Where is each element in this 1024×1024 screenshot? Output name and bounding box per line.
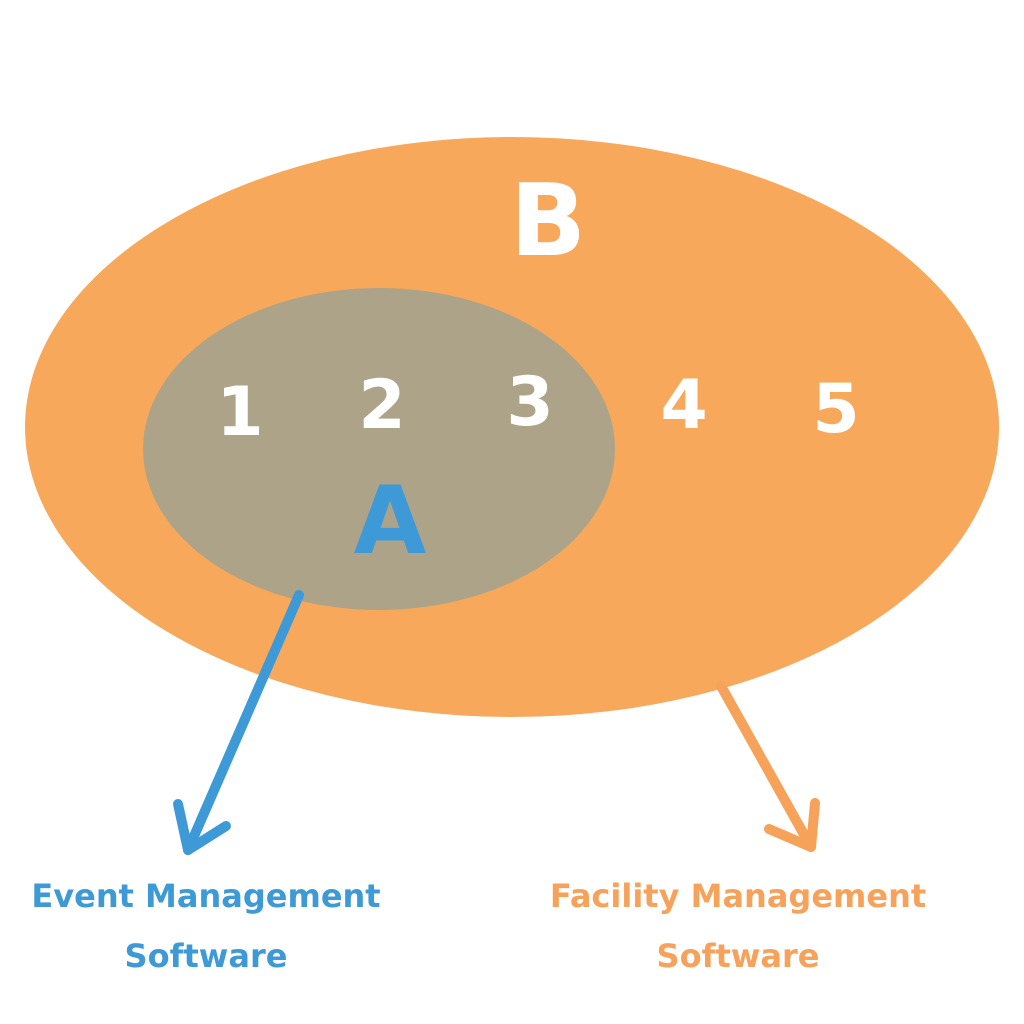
element-number-3: 3: [506, 363, 553, 442]
event-caption-line1: Event Management: [31, 877, 381, 915]
arrow-b-head: [764, 798, 820, 852]
arrow-to-event-caption: [173, 590, 304, 855]
event-caption-line2: Software: [124, 937, 288, 975]
facility-caption-line1: Facility Management: [549, 877, 927, 915]
element-number-5: 5: [812, 370, 859, 449]
arrow-a-head: [173, 799, 231, 855]
element-number-1: 1: [216, 373, 263, 452]
event-management-caption: Event Management Software: [0, 866, 412, 986]
arrow-b-shaft: [716, 681, 816, 852]
set-a-ellipse: [143, 288, 615, 610]
set-a-label: A: [354, 467, 427, 576]
element-number-2: 2: [358, 366, 405, 445]
set-b-label: B: [510, 162, 586, 279]
arrow-a-shaft: [183, 590, 304, 855]
element-number-4: 4: [660, 366, 707, 445]
arrow-to-facility-caption: [716, 681, 820, 852]
facility-management-caption: Facility Management Software: [520, 866, 956, 986]
facility-caption-line2: Software: [656, 937, 820, 975]
